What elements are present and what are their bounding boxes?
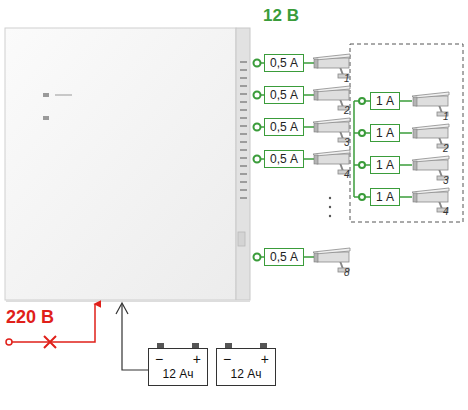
vent-slot	[240, 77, 247, 79]
terminal-signs: −+	[155, 351, 201, 367]
dashed-group-frame	[350, 44, 463, 222]
camera-number: 3	[344, 137, 350, 148]
vent-slot	[240, 189, 247, 191]
vent-slots	[240, 62, 247, 198]
housing-sticker	[238, 232, 245, 246]
polarity-sign: +	[193, 351, 201, 367]
camera-number: 8	[344, 267, 350, 278]
vent-slot	[240, 85, 247, 87]
camera-wires	[254, 60, 413, 261]
led-indicator	[43, 93, 49, 97]
camera-number: 4	[443, 206, 449, 217]
output-terminal	[359, 162, 365, 168]
polarity-sign: −	[223, 351, 231, 367]
battery-terminal	[225, 343, 232, 348]
fuse-box: 1 А	[370, 92, 400, 110]
fuse-rating: 0,5 А	[270, 250, 298, 264]
fuse-box: 0,5 А	[264, 54, 304, 72]
vent-slot	[240, 125, 247, 127]
vent-slot	[240, 109, 247, 111]
housing-side	[236, 28, 250, 300]
camera-number: 4	[344, 169, 350, 180]
voltage-label: 220 В	[6, 307, 54, 328]
vent-slot	[240, 197, 247, 199]
fuse-rating: 1 А	[376, 94, 394, 108]
power-supply-housing	[5, 28, 236, 300]
ellipsis-dot	[329, 206, 331, 208]
vent-slot	[240, 157, 247, 159]
camera-number: 3	[443, 175, 449, 186]
fuse-rating: 0,5 А	[270, 152, 298, 166]
mains-break-mark	[44, 336, 56, 348]
fuse-box: 0,5 А	[264, 248, 304, 266]
ellipsis-dot	[329, 215, 331, 217]
vent-slot	[240, 93, 247, 95]
panel-marking	[55, 94, 72, 96]
battery-box: −+12 Ач	[216, 348, 276, 386]
battery-capacity: 12 Ач	[155, 367, 201, 382]
battery-capacity: 12 Ач	[223, 367, 269, 382]
fuse-rating: 1 А	[376, 190, 394, 204]
battery-terminal	[192, 343, 199, 348]
camera-bus	[353, 101, 355, 197]
fuse-rating: 0,5 А	[270, 120, 298, 134]
housing-shadow	[6, 300, 250, 302]
output-terminal	[254, 60, 261, 67]
output-terminal	[254, 254, 261, 261]
fuse-rating: 1 А	[376, 158, 394, 172]
vent-slot	[240, 133, 247, 135]
battery-arrowhead	[116, 303, 128, 314]
fuse-box: 1 А	[370, 156, 400, 174]
camera-number: 1	[344, 73, 350, 84]
camera-number: 2	[443, 143, 449, 154]
output-terminal	[254, 124, 261, 131]
output-terminal	[254, 156, 261, 163]
fuse-box: 1 А	[370, 188, 400, 206]
mains-terminal	[6, 339, 12, 345]
led-indicator	[43, 116, 49, 120]
vent-slot	[240, 165, 247, 167]
fuse-rating: 1 А	[376, 126, 394, 140]
fuse-rating: 0,5 А	[270, 88, 298, 102]
vent-slot	[240, 117, 247, 119]
vent-slot	[240, 181, 247, 183]
fuse-box: 1 А	[370, 124, 400, 142]
vent-slot	[240, 61, 247, 63]
vent-slot	[240, 141, 247, 143]
output-terminal	[359, 98, 365, 104]
battery-box: −+12 Ач	[148, 348, 208, 386]
terminal-signs: −+	[223, 351, 269, 367]
polarity-sign: −	[155, 351, 163, 367]
vent-slot	[240, 69, 247, 71]
vent-slot	[240, 149, 247, 151]
fuse-box: 0,5 А	[264, 118, 304, 136]
fuse-box: 0,5 А	[264, 86, 304, 104]
fuse-rating: 0,5 А	[270, 56, 298, 70]
ellipsis-dot	[329, 197, 331, 199]
battery-terminal	[260, 343, 267, 348]
camera-number: 1	[443, 111, 449, 122]
fuse-box: 0,5 А	[264, 150, 304, 168]
battery-terminal	[157, 343, 164, 348]
camera-number: 2	[344, 105, 350, 116]
output-terminal	[359, 130, 365, 136]
vent-slot	[240, 101, 247, 103]
output-terminal	[359, 194, 365, 200]
cameras	[313, 54, 449, 272]
vent-slot	[240, 173, 247, 175]
battery-wire	[122, 304, 148, 370]
voltage-label: 12 В	[263, 6, 299, 26]
output-terminal	[254, 92, 261, 99]
polarity-sign: +	[261, 351, 269, 367]
